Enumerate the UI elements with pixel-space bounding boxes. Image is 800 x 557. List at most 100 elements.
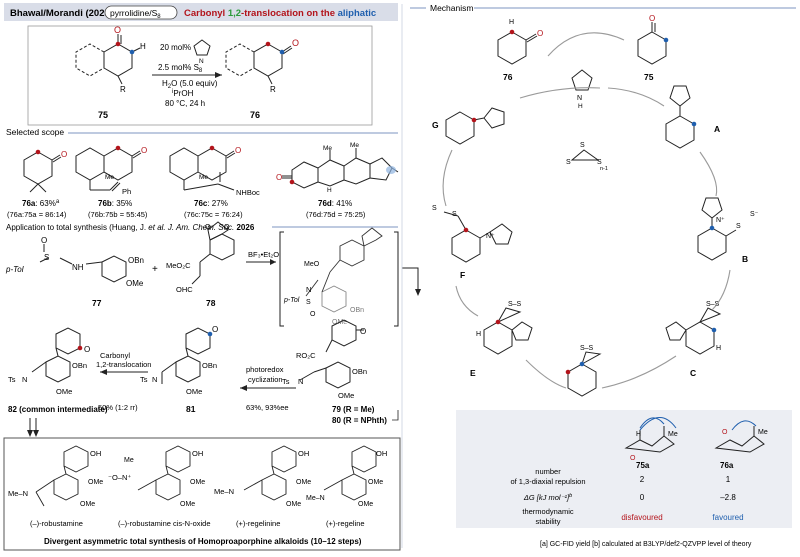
structure-81 [161, 327, 211, 384]
mech-label-76: 76 [503, 72, 513, 82]
reagent-pill-text: pyrrolidine/S8 [110, 8, 161, 20]
carbonyl-yield: 50% (1:2 rr) [98, 403, 138, 412]
o-79: O [360, 327, 366, 336]
dot-76d-red [289, 179, 295, 185]
mech-sn1: n-1 [600, 166, 608, 172]
me-76c: Me [199, 174, 208, 181]
dot-81 [207, 331, 213, 337]
o2-78: O [224, 224, 230, 231]
application-section: Application to total synthesis (Huang, J… [5, 221, 421, 437]
r-75: R [120, 85, 126, 94]
conf75a-o: O [630, 455, 636, 462]
me-n-4: Me–N [306, 495, 325, 502]
product-noxide [137, 445, 191, 501]
mech-pyrrolidine-n: N [577, 95, 582, 102]
mech-E-s: S–S [508, 301, 522, 308]
mech-s3: S [597, 159, 602, 166]
me-76d-2: Me [350, 142, 359, 149]
scope-76c-line1: 76c: 27% [194, 199, 228, 208]
dot-76b [115, 145, 121, 151]
ts-81: Ts [140, 375, 148, 384]
structure-76c [169, 147, 236, 191]
label-79: 79 (R = Me) [332, 405, 375, 414]
mech-F-s1: S [432, 205, 437, 212]
application-heading: Application to total synthesis (Huang, J… [6, 223, 255, 232]
n-oxide-2: ⁻O–N⁺ [108, 473, 131, 482]
mech-75 [637, 22, 667, 65]
dot-76d-blue [386, 166, 396, 174]
down-arrowhead-1 [27, 430, 33, 437]
row2-val-1: 0 [640, 493, 645, 502]
h-75: H [140, 42, 146, 51]
product-name-3: (+)-regelinine [236, 519, 280, 528]
carbonyl-arrowhead [100, 369, 107, 375]
label-76: 76 [250, 110, 260, 120]
product-regeline [323, 445, 377, 501]
mech-F [443, 211, 513, 263]
scope-76d-line2: (76d:75d = 75:25) [306, 210, 366, 219]
r-76: R [270, 85, 276, 94]
ome-77: OMe [126, 279, 144, 288]
table-col1: 75a [636, 461, 650, 470]
mech-75-o: O [649, 14, 655, 23]
row3-val-2: favoured [712, 513, 743, 522]
ts-n: N [306, 285, 311, 294]
mech-label-G: G [432, 120, 439, 130]
oh-4: OH [376, 449, 387, 458]
structure-77 [39, 244, 127, 283]
cond-line3: H2O (5.0 equiv) [162, 79, 218, 90]
conf75a-me: Me [668, 431, 678, 438]
label-82: 82 (common intermediate) [8, 405, 108, 414]
header-section: Bhawal/Morandi (2023) pyrrolidine/S8 Car… [4, 3, 398, 21]
reagent-pill [104, 5, 178, 20]
table-panel [456, 410, 792, 528]
label-80: 80 (R = NPhth) [332, 416, 387, 425]
ro2c-79: RO₂C [296, 351, 316, 360]
mech-B [697, 197, 737, 261]
mech-75-dot [663, 37, 669, 43]
scope-heading: Selected scope [6, 127, 64, 137]
o-76a: O [61, 150, 67, 159]
mechanism-heading: Mechanism [430, 3, 473, 13]
o-77: O [41, 236, 47, 245]
label-75: 75 [98, 110, 108, 120]
mech-F-n: N⁺ [486, 233, 495, 240]
bf3-label: BF₃•Et₂O [248, 250, 279, 259]
dot-82 [77, 345, 83, 351]
ome-79: OMe [338, 391, 354, 400]
mech-76 [497, 31, 538, 65]
cond-line2: 2.5 mol% S8 [158, 63, 203, 74]
product-name-4: (+)-regeline [326, 519, 365, 528]
repulsion-arrows-75a [639, 417, 677, 431]
scope-76a-line1: 76a: 63%a [22, 199, 60, 208]
photoredox-line2: cyclization [248, 375, 283, 384]
alpha-carbon-76 [265, 41, 271, 47]
mech-s1: S [580, 142, 585, 149]
structure-82 [31, 327, 81, 383]
mech-B-s1: S [736, 223, 741, 230]
mech-G [445, 107, 505, 145]
dot-76c [209, 145, 215, 151]
mech-C-h: H [716, 345, 721, 352]
me-n-3: Me–N [214, 487, 234, 496]
mech-label-E: E [470, 368, 476, 378]
ome-1a: OMe [88, 479, 103, 486]
mech-pyrrolidine-h: H [578, 103, 583, 110]
mechanism-section: Mechanism O H 76 O 75 N H S [401, 3, 796, 548]
obn-81: OBn [202, 361, 217, 370]
mech-pyrrolidine [571, 69, 593, 91]
mech-D-dot2 [579, 361, 585, 367]
mech-D-dot1 [565, 369, 571, 375]
oxygen-75: O [114, 25, 121, 35]
mech-A [665, 85, 695, 149]
carbonyl-arrow-line2: 1,2-translocation [96, 360, 151, 369]
label-78: 78 [206, 298, 216, 308]
row1-val-2: 1 [726, 475, 731, 484]
ts-bracket-left [279, 231, 284, 327]
mech-sulfur-ring [570, 149, 600, 161]
scope-76c-line2: (76c:75c = 76:24) [184, 210, 243, 219]
ts-o: O [310, 311, 316, 318]
header-title: Carbonyl 1,2-translocation on the alipha… [184, 8, 376, 19]
arrow-to-79 [402, 267, 419, 292]
